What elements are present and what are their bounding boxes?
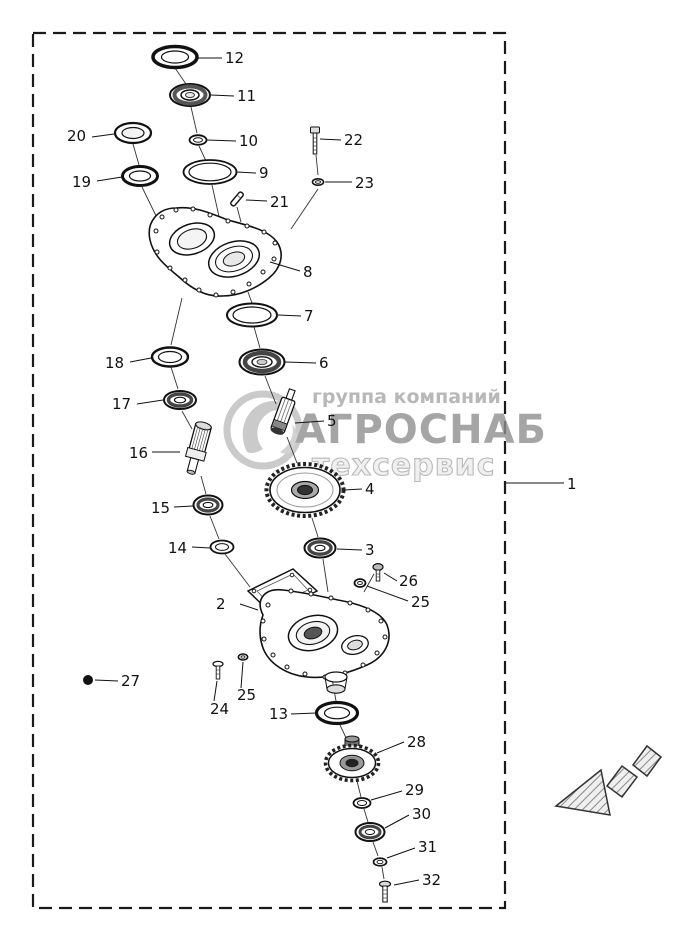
part-label-17: 17 bbox=[112, 395, 131, 413]
part-label-19: 19 bbox=[72, 173, 91, 191]
part-label-28: 28 bbox=[407, 733, 426, 751]
part-8-cover bbox=[148, 206, 282, 298]
part-label-31: 31 bbox=[418, 838, 437, 856]
part-3-bearing bbox=[303, 537, 337, 559]
part-25-washer-left bbox=[237, 653, 249, 661]
part-label-14: 14 bbox=[168, 539, 187, 557]
part-10-snap-ring bbox=[188, 134, 208, 146]
part-label-15: 15 bbox=[151, 499, 170, 517]
part-label-7: 7 bbox=[304, 307, 314, 325]
part-11-bearing bbox=[169, 83, 211, 107]
part-23-washer bbox=[311, 177, 325, 187]
watermark: группа компаний АГРОСНАБ техсервис bbox=[223, 386, 547, 484]
part-label-9: 9 bbox=[259, 164, 269, 182]
part-20-cap bbox=[113, 121, 153, 145]
part-label-25-left: 25 bbox=[237, 686, 256, 704]
watermark-line3: техсервис bbox=[312, 448, 495, 483]
part-4-gear bbox=[264, 462, 346, 518]
part-13-ring bbox=[314, 700, 360, 726]
part-label-3: 3 bbox=[365, 541, 375, 559]
part-22-bolt bbox=[310, 126, 320, 155]
part-18-ring bbox=[150, 346, 190, 368]
part-24-bolt bbox=[212, 660, 224, 680]
part-label-6: 6 bbox=[319, 354, 329, 372]
part-label-1: 1 bbox=[567, 475, 577, 493]
part-32-bolt bbox=[378, 880, 392, 903]
part-label-11: 11 bbox=[237, 87, 256, 105]
part-label-21: 21 bbox=[270, 193, 289, 211]
part-label-29: 29 bbox=[405, 781, 424, 799]
part-14-ring bbox=[209, 539, 235, 555]
part-label-10: 10 bbox=[239, 132, 258, 150]
part-label-2: 2 bbox=[216, 595, 226, 613]
part-2-housing bbox=[246, 568, 390, 694]
watermark-logo-icon bbox=[223, 390, 303, 470]
assembly-boundary-border bbox=[31, 31, 507, 910]
part-5-input-shaft bbox=[270, 388, 296, 435]
part-9-gasket bbox=[182, 159, 238, 185]
part-label-18: 18 bbox=[105, 354, 124, 372]
part-label-27: 27 bbox=[121, 672, 140, 690]
part-19-ring bbox=[121, 165, 159, 187]
part-6-bearing bbox=[238, 348, 286, 376]
part-28-gear bbox=[323, 735, 381, 783]
part-30-cup bbox=[354, 822, 386, 842]
part-label-22: 22 bbox=[344, 131, 363, 149]
part-label-4: 4 bbox=[365, 480, 375, 498]
part-label-32: 32 bbox=[422, 871, 441, 889]
watermark-line2: АГРОСНАБ bbox=[295, 407, 547, 453]
part-label-12: 12 bbox=[225, 49, 244, 67]
part-label-24: 24 bbox=[210, 700, 229, 718]
part-25-washer-right bbox=[353, 578, 367, 588]
part-label-30: 30 bbox=[412, 805, 431, 823]
part-21-pin bbox=[230, 191, 244, 207]
part-label-16: 16 bbox=[129, 444, 148, 462]
part-label-5: 5 bbox=[327, 412, 337, 430]
part-27-plug bbox=[83, 675, 93, 685]
part-label-23: 23 bbox=[355, 174, 374, 192]
leader-lines bbox=[91, 57, 564, 886]
part-26-bolt bbox=[372, 562, 384, 582]
part-label-8: 8 bbox=[303, 263, 313, 281]
part-17-bearing bbox=[163, 390, 197, 410]
part-label-26: 26 bbox=[399, 572, 418, 590]
part-15-bearing bbox=[192, 494, 224, 516]
part-29-ring bbox=[352, 797, 372, 809]
part-label-20: 20 bbox=[67, 127, 86, 145]
part-31-washer bbox=[372, 857, 388, 867]
part-label-13: 13 bbox=[269, 705, 288, 723]
part-12-seal-ring bbox=[151, 44, 199, 70]
part-16-pinion-shaft bbox=[184, 421, 212, 475]
part-label-25-right: 25 bbox=[411, 593, 430, 611]
watermark-line1: группа компаний bbox=[312, 386, 501, 408]
part-7-ring bbox=[226, 302, 278, 328]
direction-arrow-icon bbox=[554, 744, 663, 816]
